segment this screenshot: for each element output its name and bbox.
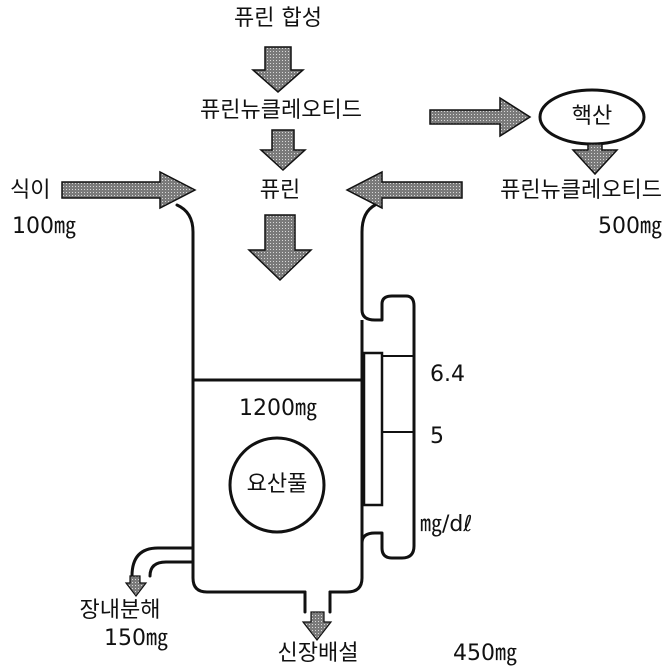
- label-uric-acid-pool: 요산풀: [247, 472, 308, 498]
- label-nucleic-acid: 핵산: [572, 104, 612, 130]
- label-pool-amount: 1200㎎: [239, 396, 317, 422]
- arrow-purine-to-pool: [249, 215, 311, 280]
- label-level-low: 5: [430, 424, 444, 450]
- drip-arrow-intestinal: [126, 576, 146, 596]
- drip-arrow-renal: [303, 612, 331, 640]
- label-purine-synthesis: 퓨린 합성: [234, 6, 322, 32]
- gauge-column: [364, 353, 382, 505]
- label-intestinal-amount: 150㎎: [104, 626, 168, 652]
- arrow-to-nucleic-acid: [430, 98, 530, 136]
- label-purine-nucleotide-right: 퓨린뉴클레오티드: [500, 178, 662, 204]
- arrow-diet-right: [62, 172, 195, 208]
- label-renal-excretion: 신장배설: [278, 641, 359, 667]
- label-intestinal-breakdown: 장내분해: [80, 598, 161, 624]
- label-purine: 퓨린: [260, 178, 300, 204]
- arrow-synthesis-down: [253, 47, 303, 92]
- label-nucleotide-amount: 500㎎: [598, 214, 662, 240]
- arrow-nucleotide-down: [261, 130, 305, 170]
- arrow-nucleotide-left: [347, 172, 462, 208]
- label-renal-amount: 450㎎: [453, 641, 517, 667]
- label-diet-amount: 100㎎: [12, 214, 76, 240]
- label-purine-nucleotide-top: 퓨린뉴클레오티드: [200, 98, 362, 124]
- arrow-nucleic-acid-down: [573, 144, 617, 174]
- label-level-high: 6.4: [430, 362, 465, 388]
- label-unit: ㎎/dℓ: [420, 512, 472, 538]
- label-diet: 식이: [10, 178, 50, 204]
